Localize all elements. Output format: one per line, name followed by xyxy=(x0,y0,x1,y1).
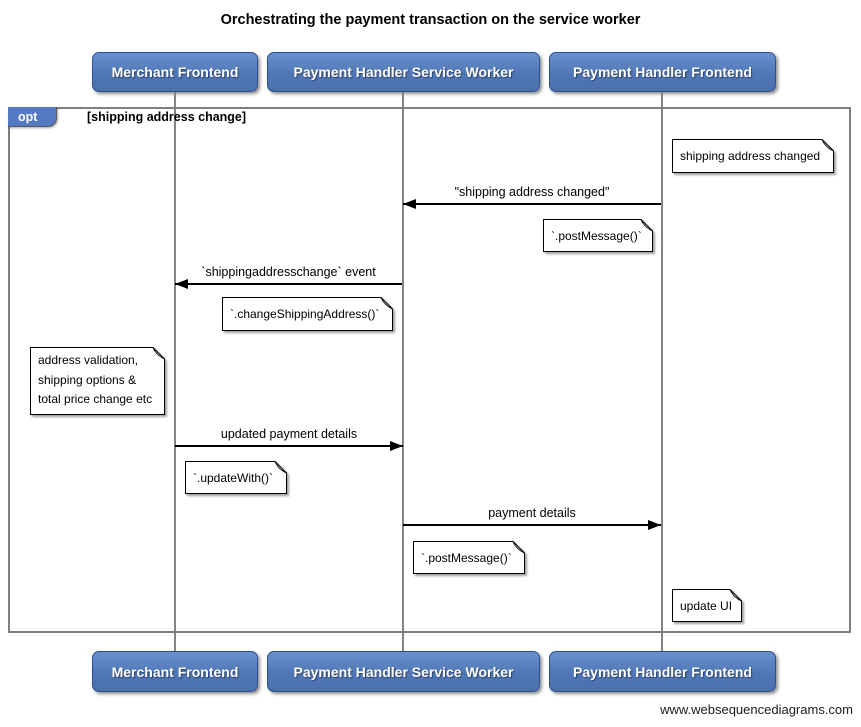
note-text: update UI xyxy=(680,598,733,613)
lifeline-payment-handler-service-worker xyxy=(402,92,404,651)
message-line-payment-details xyxy=(403,524,661,526)
note-paper-icon xyxy=(413,541,525,574)
watermark-url: www.websequencediagrams.com xyxy=(660,702,853,717)
message-label-payment-details: payment details xyxy=(488,506,576,520)
note-text: `.postMessage()` xyxy=(551,228,642,243)
opt-fragment-guard: [shipping address change] xyxy=(87,110,247,124)
note-text: `.changeShippingAddress()` xyxy=(230,307,380,321)
message-line-shipping-address-changed xyxy=(403,203,661,205)
note-shipping-address-changed: shipping address changed xyxy=(672,139,834,173)
actor-top-merchant-frontend: Merchant Frontend xyxy=(92,52,258,92)
diagram-title: Orchestrating the payment transaction on… xyxy=(220,12,641,28)
message-label-shipping-address-changed: "shipping address changed" xyxy=(454,185,610,199)
note-update-ui: update UI xyxy=(672,589,742,622)
arrowhead-left-icon xyxy=(403,199,416,209)
note-paper-icon xyxy=(672,139,834,173)
message-label-shippingaddresschange-event: `shippingaddresschange` event xyxy=(201,265,376,279)
note-postmessage-1: `.postMessage()` xyxy=(543,219,653,252)
note-paper-icon xyxy=(543,219,653,252)
note-paper-icon xyxy=(222,297,393,331)
note-postmessage-2: `.postMessage()` xyxy=(413,541,525,574)
note-text: `.postMessage()` xyxy=(421,550,512,565)
actor-bottom-merchant-frontend: Merchant Frontend xyxy=(92,651,258,692)
note-text: shipping address changed xyxy=(680,149,821,163)
actor-bottom-payment-handler-frontend: Payment Handler Frontend xyxy=(549,651,776,692)
note-address-validation: address validation, shipping options & t… xyxy=(30,347,165,415)
lifeline-merchant-frontend xyxy=(174,92,176,651)
actor-top-payment-handler-frontend: Payment Handler Frontend xyxy=(549,52,776,92)
message-line-updated-payment-details xyxy=(175,445,403,447)
lifeline-payment-handler-frontend xyxy=(661,92,663,651)
actor-top-payment-handler-service-worker: Payment Handler Service Worker xyxy=(267,52,540,92)
note-text: address validation, shipping options & t… xyxy=(30,347,165,415)
actor-bottom-payment-handler-service-worker: Payment Handler Service Worker xyxy=(267,651,540,692)
note-changeshippingaddress: `.changeShippingAddress()` xyxy=(222,297,393,331)
note-paper-icon xyxy=(30,347,165,415)
message-label-updated-payment-details: updated payment details xyxy=(220,427,358,441)
note-line: total price change etc xyxy=(38,392,153,406)
note-text: `.updateWith()` xyxy=(193,470,274,485)
note-line: shipping options & xyxy=(38,372,137,387)
arrowhead-left-icon xyxy=(175,279,188,289)
opt-fragment-frame: opt [shipping address change] xyxy=(8,107,851,633)
arrowhead-right-icon xyxy=(648,520,661,530)
arrowhead-right-icon xyxy=(390,441,403,451)
opt-fragment-operator: opt xyxy=(8,107,57,127)
message-line-shippingaddresschange-event xyxy=(175,283,402,285)
note-paper-icon xyxy=(185,461,287,494)
note-line: address validation, xyxy=(38,353,139,367)
note-paper-icon xyxy=(672,589,742,622)
note-updatewith: `.updateWith()` xyxy=(185,461,287,494)
